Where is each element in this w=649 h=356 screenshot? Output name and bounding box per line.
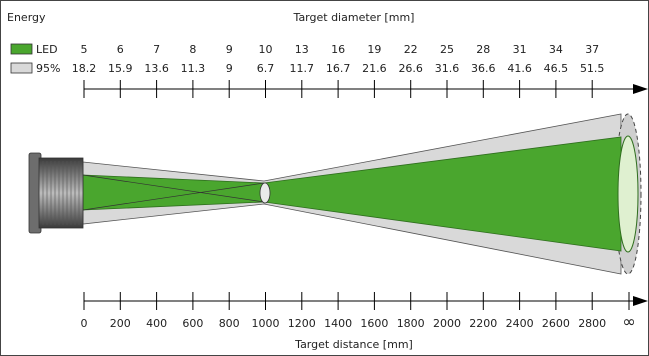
top-led-value: 16 (331, 43, 345, 56)
top-led-value: 22 (404, 43, 418, 56)
legend-swatch-95 (10, 62, 33, 74)
top-led-value: 8 (189, 43, 196, 56)
top-energy95-value: 15.9 (108, 62, 133, 75)
top-energy95-value: 6.7 (257, 62, 275, 75)
bottom-axis-tick-label: 1000 (252, 317, 280, 330)
top-axis-ticks (83, 80, 593, 98)
bottom-axis-tick-label: 2800 (578, 317, 606, 330)
top-energy95-value: 41.6 (507, 62, 532, 75)
bottom-axis-title: Target distance [mm] (294, 338, 413, 351)
top-energy95-value: 16.7 (326, 62, 351, 75)
top-led-value: 13 (295, 43, 309, 56)
top-energy95-value: 51.5 (580, 62, 605, 75)
top-led-value: 25 (440, 43, 454, 56)
top-energy95-value: 21.6 (362, 62, 387, 75)
top-energy95-value: 11.7 (290, 62, 315, 75)
bottom-axis-tick-label: 400 (146, 317, 167, 330)
top-led-value: 19 (367, 43, 381, 56)
led-edge-cross-lower (82, 182, 265, 211)
legend-label-led: LED (36, 43, 58, 56)
top-energy95-value: 13.6 (144, 62, 169, 75)
bottom-axis-tick-label: 2000 (433, 317, 461, 330)
sensor-body (28, 152, 84, 234)
legend-title: Energy (7, 11, 46, 24)
top-energy95-value: 31.6 (435, 62, 460, 75)
top-led-value: 28 (476, 43, 490, 56)
bottom-axis-tick-label: 1600 (360, 317, 388, 330)
bottom-axis-tick-label: 1200 (288, 317, 316, 330)
top-energy95-value: 9 (226, 62, 233, 75)
top-axis-title: Target diameter [mm] (293, 11, 415, 24)
bottom-axis-labels: 0 200 400 600 800 1000 1200 1400 1600 1800 2000 220… (81, 317, 607, 330)
led-edge-cross-upper (82, 174, 265, 203)
bottom-axis-tick-label: 600 (182, 317, 203, 330)
top-energy95-value: 18.2 (72, 62, 97, 75)
bottom-axis-ticks (83, 292, 593, 310)
bottom-axis-tick-label: 2600 (542, 317, 570, 330)
focus-spot (259, 182, 271, 204)
bottom-axis-tick-label: 1400 (324, 317, 352, 330)
bottom-axis-tick-label: 1800 (397, 317, 425, 330)
top-energy95-value: 46.5 (544, 62, 569, 75)
top-led-value: 37 (585, 43, 599, 56)
bottom-axis-infinity: ∞ (622, 312, 635, 331)
top-energy95-value: 26.6 (398, 62, 423, 75)
bottom-axis-tick-label: 800 (219, 317, 240, 330)
legend-label-95: 95% (36, 62, 60, 75)
top-led-value: 34 (549, 43, 563, 56)
bottom-axis-tick-label: 2400 (506, 317, 534, 330)
bottom-axis-tick-label: 200 (110, 317, 131, 330)
bottom-axis-tick-label: 2200 (469, 317, 497, 330)
top-led-value: 10 (259, 43, 273, 56)
top-axis-arrow (633, 84, 648, 94)
led-target-spot (617, 135, 639, 253)
top-axis-values: 5 18.2 6 15.9 7 13.6 8 11.3 9 9 10 6.7 13 11.7 16 16.7 1… (72, 43, 605, 75)
legend-swatch-led (10, 43, 33, 55)
bottom-axis-tick-label: 0 (81, 317, 88, 330)
top-led-value: 9 (226, 43, 233, 56)
top-led-value: 5 (81, 43, 88, 56)
top-led-value: 6 (117, 43, 124, 56)
top-energy95-value: 36.6 (471, 62, 496, 75)
bottom-axis-arrow (633, 296, 648, 306)
led-beam (82, 136, 622, 252)
top-led-value: 7 (153, 43, 160, 56)
top-led-value: 31 (513, 43, 527, 56)
top-energy95-value: 11.3 (181, 62, 206, 75)
